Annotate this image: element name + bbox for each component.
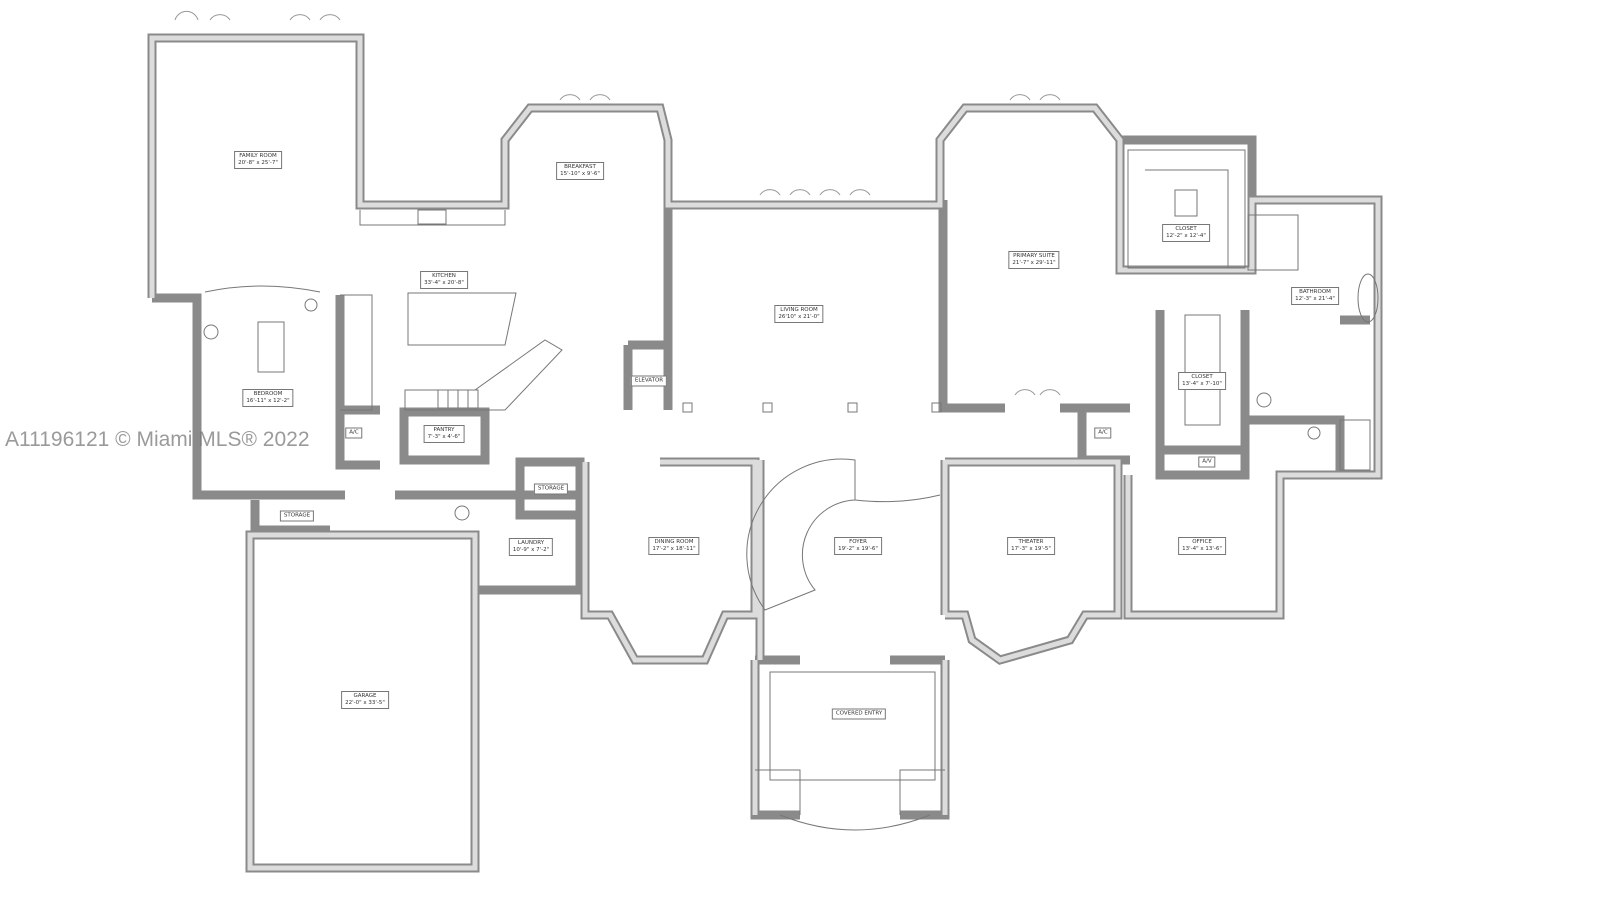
- room-name: GARAGE: [353, 693, 377, 699]
- room-size: 22'-0" x 33'-5": [345, 700, 385, 706]
- room-size: 10'-9" x 7'-2": [512, 547, 550, 553]
- room-label-elevator: ELEVATOR: [630, 375, 668, 387]
- room-label-ac-east: A/C: [1094, 427, 1112, 439]
- room-size: 33'-4" x 20'-8": [424, 280, 464, 286]
- room-size: 19'-2" x 19'-6": [838, 546, 878, 552]
- fixtures: [203, 149, 1379, 831]
- room-name: LAUNDRY: [517, 540, 545, 546]
- room-name: A/V: [1202, 458, 1212, 465]
- room-size: 12'-2" x 12'-4": [1166, 233, 1206, 239]
- room-size: 12'-3" x 21'-4": [1295, 296, 1335, 302]
- room-name: LIVING ROOM: [780, 307, 818, 313]
- room-name: A/C: [1098, 429, 1108, 436]
- walls-outline: [147, 33, 1383, 873]
- room-name: OFFICE: [1192, 539, 1212, 545]
- room-name: CLOSET: [1175, 226, 1197, 232]
- room-label-av: A/V: [1198, 456, 1216, 468]
- room-name: BATHROOM: [1299, 289, 1331, 295]
- room-name: COVERED ENTRY: [835, 710, 883, 717]
- room-name: KITCHEN: [432, 273, 456, 279]
- room-name: THEATER: [1018, 539, 1044, 545]
- watermark: A11196121 © Miami MLS® 2022: [5, 428, 310, 451]
- room-label-storage-west: STORAGE: [279, 510, 315, 522]
- room-label-covered-entry: COVERED ENTRY: [831, 708, 887, 720]
- room-size: 17'-2" x 18'-11": [652, 546, 696, 552]
- room-name: DINING ROOM: [654, 539, 694, 545]
- room-name: CLOSET: [1191, 374, 1213, 380]
- room-size: 7'-3" x 4'-6": [427, 434, 461, 440]
- room-name: PANTRY: [433, 427, 455, 433]
- room-size: 15'-10" x 9'-6": [560, 171, 600, 177]
- room-size: 21'-7" x 29'-11": [1012, 260, 1056, 266]
- room-name: STORAGE: [283, 512, 311, 519]
- room-size: 13'-4" x 7'-10": [1182, 381, 1222, 387]
- room-name: STORAGE: [537, 485, 565, 492]
- room-name: FOYER: [849, 539, 867, 545]
- room-size: 16'-11" x 12'-2": [246, 398, 290, 404]
- room-name: BREAKFAST: [564, 164, 596, 170]
- room-name: BEDROOM: [253, 391, 283, 397]
- room-size: 26'10" x 21'-0": [778, 314, 820, 320]
- room-size: 13'-4" x 13'-6": [1182, 546, 1222, 552]
- room-size: 17'-3" x 19'-5": [1011, 546, 1051, 552]
- room-label-storage-north: STORAGE: [533, 483, 569, 495]
- walls-fill: [149, 35, 1381, 871]
- room-name: FAMILY ROOM: [239, 153, 277, 159]
- room-name: PRIMARY SUITE: [1013, 253, 1055, 259]
- room-label-ac-west: A/C: [345, 427, 363, 439]
- room-name: A/C: [349, 429, 359, 436]
- door-swings: [174, 11, 1061, 396]
- room-name: ELEVATOR: [634, 377, 664, 384]
- room-size: 20'-8" x 25'-7": [238, 160, 278, 166]
